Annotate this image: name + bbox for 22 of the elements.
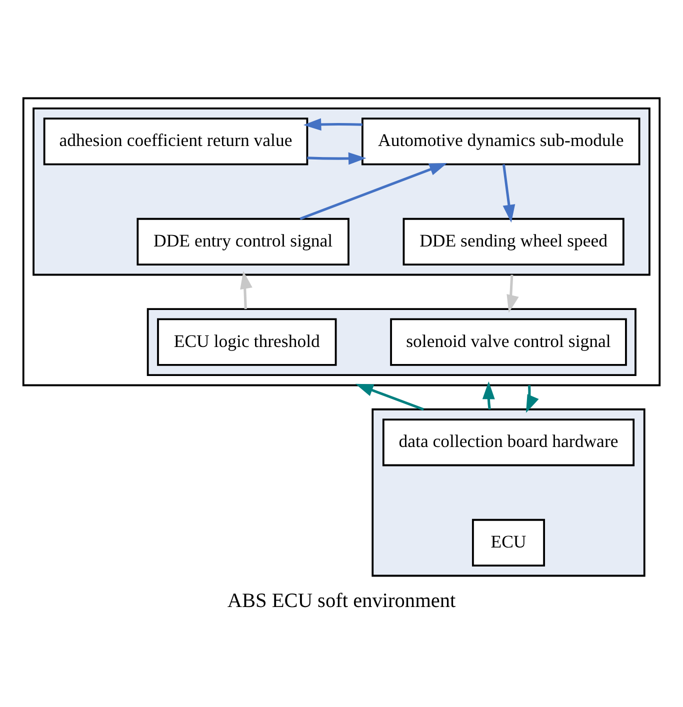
node-box: DDE entry control signal	[136, 218, 350, 266]
arrow	[526, 385, 539, 413]
node-box: Automotive dynamics sub-module	[362, 118, 640, 166]
node-box: ECU logic threshold	[157, 318, 337, 366]
cluster	[32, 107, 650, 276]
cluster	[146, 308, 636, 376]
node-box: data collection board hardware	[382, 418, 635, 466]
arrow	[506, 274, 519, 313]
arrow	[502, 164, 516, 223]
arrow	[303, 118, 362, 131]
arrow	[300, 163, 448, 220]
caption: ABS ECU soft environment	[227, 590, 456, 612]
node-box: ECU	[472, 518, 546, 567]
cluster	[372, 408, 646, 577]
arrow	[307, 152, 366, 165]
arrow	[355, 384, 424, 411]
arrow	[482, 381, 495, 410]
arrow	[240, 270, 252, 310]
cluster	[22, 97, 661, 386]
node-box: adhesion coefficient return value	[43, 118, 308, 166]
node-box: DDE sending wheel speed	[402, 218, 624, 266]
node-box: solenoid valve control signal	[390, 318, 627, 366]
